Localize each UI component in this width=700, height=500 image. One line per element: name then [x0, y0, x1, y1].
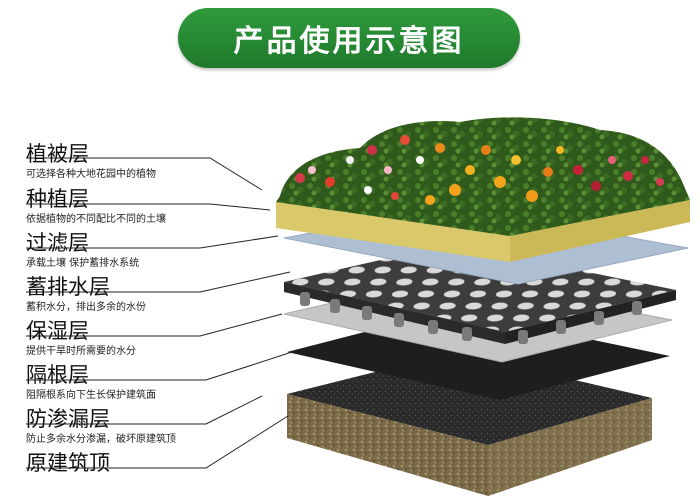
- layer-name-drainage: 蓄排水层: [26, 275, 110, 299]
- layer-desc-drainage: 蓄积水分，排出多余的水份: [26, 302, 146, 313]
- title-banner: 产品使用示意图: [178, 8, 520, 68]
- leader-lines: [26, 157, 293, 469]
- layer-legend: 植被层 可选择各种大地花园中的植物 种植层 依据植物的不同配比不同的土壤 过滤层…: [0, 0, 300, 500]
- base-roof-slab: [287, 352, 652, 496]
- layer-name-moisture: 保湿层: [26, 319, 89, 343]
- layer-name-waterproof: 防渗漏层: [26, 407, 110, 431]
- layer-desc-waterproof: 防止多余水分渗漏，破坏原建筑顶: [26, 434, 176, 445]
- layer-name-base-roof: 原建筑顶: [26, 451, 110, 475]
- layer-name-filter: 过滤层: [26, 231, 89, 255]
- page-title: 产品使用示意图: [233, 24, 465, 59]
- layer-name-planting: 种植层: [26, 187, 89, 211]
- layer-desc-planting: 依据植物的不同配比不同的土壤: [26, 214, 166, 225]
- layer-desc-root-barrier: 阻隔根系向下生长保护建筑面: [26, 390, 156, 401]
- vegetation-flowers: [276, 117, 690, 236]
- drainage-board: [284, 244, 676, 344]
- layer-name-vegetation: 植被层: [26, 142, 89, 166]
- layer-desc-vegetation: 可选择各种大地花园中的植物: [26, 169, 156, 180]
- layer-name-root-barrier: 隔根层: [26, 363, 89, 387]
- layer-desc-moisture: 提供干旱时所需要的水分: [26, 346, 136, 357]
- layer-desc-filter: 承载土壤 保护蓄排水系统: [26, 258, 140, 269]
